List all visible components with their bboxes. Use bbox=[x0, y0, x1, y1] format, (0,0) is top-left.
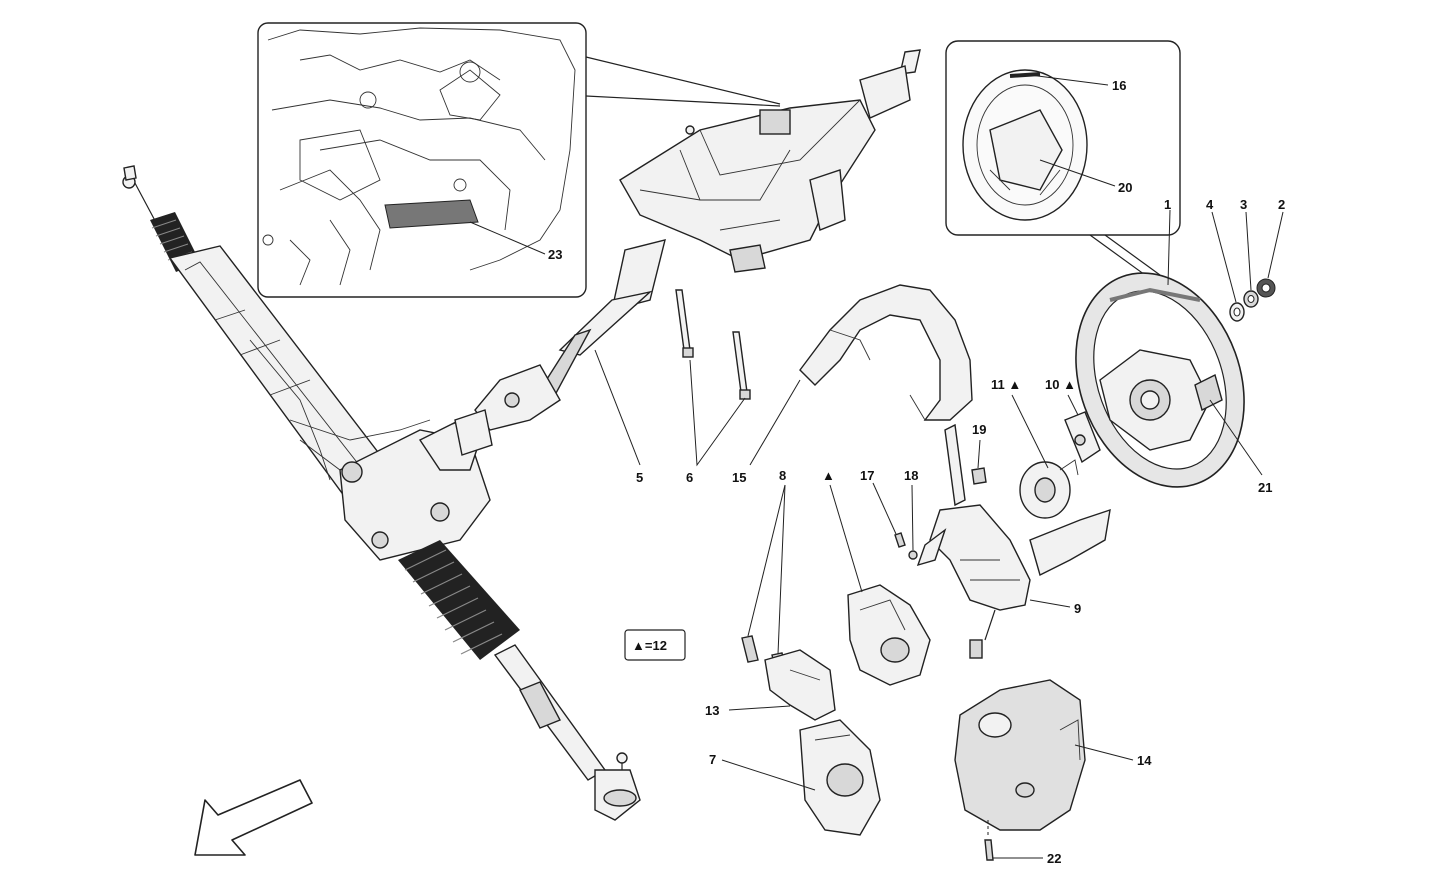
callout-14: 14 bbox=[1137, 753, 1152, 768]
bracket-part-13 bbox=[764, 649, 836, 721]
column-shroud-part-15 bbox=[799, 284, 973, 421]
steering-wheel-part-1 bbox=[1075, 272, 1245, 488]
bolts-part-6 bbox=[675, 289, 751, 400]
callout-18: 18 bbox=[904, 468, 918, 483]
front-direction-arrow-icon bbox=[194, 779, 313, 856]
callout-4: 4 bbox=[1206, 197, 1214, 212]
callout-19: 19 bbox=[972, 422, 986, 437]
clip-part-19 bbox=[971, 467, 987, 485]
callout-17: 17 bbox=[860, 468, 874, 483]
callout-20: 20 bbox=[1118, 180, 1132, 195]
callout-15: 15 bbox=[732, 470, 746, 485]
callout-6: 6 bbox=[686, 470, 693, 485]
callout-1: 1 bbox=[1164, 197, 1171, 212]
wheel-detail-inset bbox=[945, 40, 1181, 281]
callout-7: 7 bbox=[709, 752, 716, 767]
steering-rack bbox=[122, 165, 641, 821]
callout-2: 2 bbox=[1278, 197, 1285, 212]
callout-8: 8 bbox=[779, 468, 786, 483]
screw-part-22 bbox=[984, 820, 994, 861]
column-lock-part bbox=[847, 584, 931, 686]
paddle-bracket-part-9 bbox=[916, 423, 1111, 659]
callout-23: 23 bbox=[548, 247, 562, 262]
callout-16: 16 bbox=[1112, 78, 1126, 93]
callout-22: 22 bbox=[1047, 851, 1061, 866]
callout-triangle: ▲ bbox=[822, 468, 835, 483]
callout-21: 21 bbox=[1258, 480, 1272, 495]
nut-part-18 bbox=[908, 550, 918, 560]
steering-column bbox=[454, 49, 921, 456]
callout-10: 10 ▲ bbox=[1045, 377, 1076, 392]
callout-13: 13 bbox=[705, 703, 719, 718]
callout-5: 5 bbox=[636, 470, 643, 485]
washers-parts-2-3-4 bbox=[1229, 278, 1276, 322]
legend-box: ▲=12 bbox=[624, 629, 686, 661]
screw-part-17 bbox=[894, 532, 906, 548]
clock-spring-part-11 bbox=[1019, 459, 1079, 519]
motor-part-7 bbox=[799, 719, 881, 836]
column-cover-part-14 bbox=[954, 679, 1086, 831]
legend-text: ▲=12 bbox=[632, 638, 667, 653]
detail-inset-bracket: 23 bbox=[257, 22, 781, 298]
callout-11: 11 ▲ bbox=[991, 377, 1021, 392]
callout-9: 9 bbox=[1074, 601, 1081, 616]
callout-3: 3 bbox=[1240, 197, 1247, 212]
